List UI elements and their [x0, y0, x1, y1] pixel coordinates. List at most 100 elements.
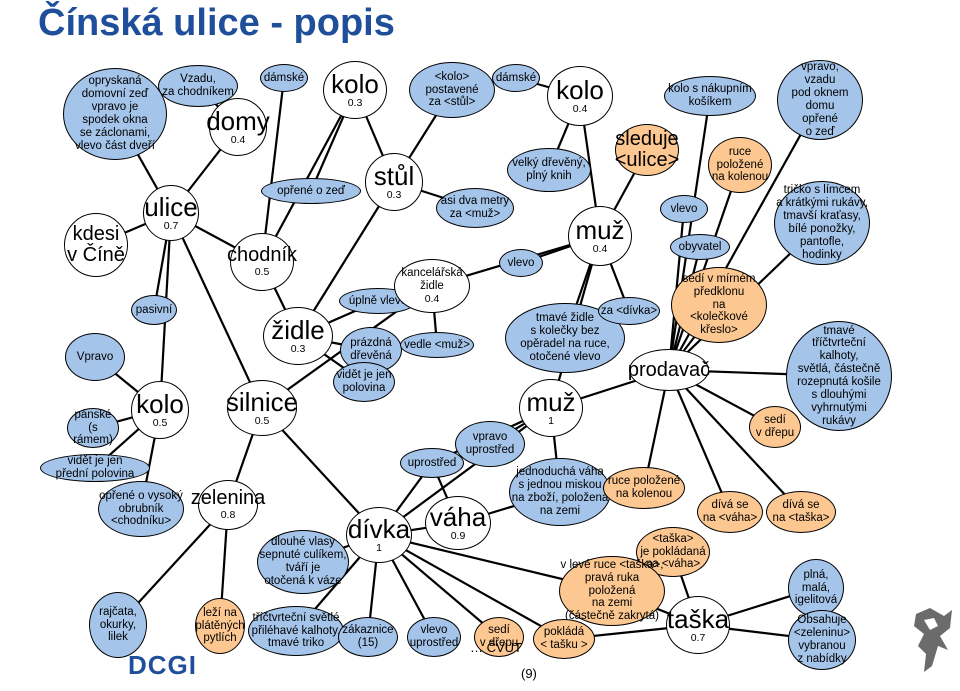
node-label: Vzadu, za chodníkem	[162, 73, 234, 98]
node-weight: 1	[548, 414, 554, 427]
node-sedi-dr1: sedí v dřepu	[749, 406, 801, 448]
node-sedi-dr2: sedí v dřepu	[474, 617, 524, 657]
node-label: <kolo> postavené za <stůl>	[425, 70, 479, 109]
node-weight: 1	[376, 541, 382, 554]
edge-prodavac-kolo_nak	[667, 95, 712, 371]
edge-prodavac-ruce_pol1	[667, 164, 742, 371]
node-label: váha	[429, 501, 487, 532]
node-weight: 0.9	[450, 529, 466, 542]
node-label: tmavé tříčtvrteční kalhoty, světlá, část…	[797, 324, 881, 427]
node-label: pokládá < tašku >	[540, 626, 588, 651]
edge-divka-poklada	[378, 534, 565, 640]
node-label: sedí v dřepu	[479, 624, 519, 649]
node-label: zákaznice (15)	[342, 624, 394, 649]
node-label: kdesi v Číně	[67, 223, 125, 266]
node-label: zelenina	[190, 487, 266, 510]
node-weight: 0.8	[220, 509, 236, 522]
node-label: asi dva metry za <muž>	[440, 195, 510, 220]
node-label: opřené o vysoký obrubník <chodníku>	[99, 489, 183, 528]
node-weight: 0.7	[690, 631, 706, 644]
node-velky: velký dřevěný, plný knih	[507, 148, 591, 192]
node-label: vidět je jen polovina	[336, 369, 392, 394]
node-label: obyvatel	[678, 240, 722, 253]
node-lezi: leží na plátěných pytlích	[195, 598, 245, 654]
node-label: muž	[575, 214, 625, 245]
node-label: sedí v mírném předklonu na <kolečkové kř…	[682, 272, 756, 337]
node-label: kancelářská židle	[401, 266, 463, 292]
node-dlouhe: dlouhé vlasy sepnuté culíkem, tváří je o…	[257, 530, 349, 594]
node-label: vpravo, vzadu pod oknem domu opřené o ze…	[791, 61, 849, 138]
node-ruce-pol2: ruce položené na kolenou	[603, 467, 685, 509]
node-tricet: tříčtvrteční světlé přiléhavé kalhoty, t…	[248, 606, 344, 656]
node-sedi-mir: sedí v mírném předklonu na <kolečkové kř…	[671, 267, 767, 343]
node-vlevo-upr: vlevo uprostřed	[407, 617, 461, 657]
node-label: pasivní	[135, 303, 173, 316]
node-weight: 0.4	[572, 102, 588, 115]
node-label: prodavač	[627, 358, 711, 381]
node-label: kolo s nákupním košíkem	[668, 83, 752, 108]
node-postavene: <kolo> postavené za <stůl>	[409, 62, 495, 118]
node-label: opryskaná domovní zeď vpravo je spodek o…	[75, 75, 155, 152]
node-diva-vaha: dívá se na <váha>	[697, 491, 763, 533]
footer-text: … ČVUT	[470, 640, 522, 655]
edge-divka-muz2	[378, 407, 552, 536]
node-label: sleduje <ulice>	[614, 128, 680, 171]
node-label: kolo	[136, 388, 184, 419]
node-label: dívka	[347, 513, 411, 544]
node-weight: 0.4	[592, 242, 608, 255]
node-kolo-nak: kolo s nákupním košíkem	[664, 76, 756, 116]
node-label: tříčtvrteční světlé přiléhavé kalhoty, t…	[251, 611, 341, 650]
node-tricko: tričko s límcem a krátkými rukávy, tmavš…	[774, 181, 870, 265]
node-label: dlouhé vlasy sepnuté culíkem, tváří je o…	[259, 536, 347, 587]
edge-chodnik-damske1	[260, 77, 286, 263]
node-label: vlevo	[507, 256, 535, 269]
node-asi: asi dva metry za <muž>	[436, 188, 514, 228]
node-label: sedí v dřepu	[755, 414, 795, 439]
node-ruce-pol1: ruce položené na kolenou	[708, 137, 772, 193]
node-za-divka: za <dívka>	[598, 297, 660, 325]
node-prodavac: prodavač	[627, 349, 711, 391]
node-label: leží na plátěných pytlích	[195, 606, 245, 645]
node-label: kolo	[556, 74, 604, 105]
node-videt1: vidět je jen přední polovina	[40, 454, 150, 482]
node-label: jednoduchá váha s jednou miskou na zboží…	[511, 466, 609, 517]
edge-ulice-silnice	[170, 212, 263, 409]
node-label: chodník	[226, 244, 298, 267]
node-weight: 0.3	[290, 342, 306, 355]
edge-prodavac-diva_vaha	[667, 369, 732, 513]
node-pasivni: pasivní	[131, 295, 177, 325]
node-vedle: vedle <muž>	[400, 332, 474, 358]
slide-title: Čínská ulice - popis	[38, 2, 395, 44]
node-label: za <dívka>	[600, 304, 658, 317]
node-prazdna: prázdná dřevěná	[340, 327, 402, 373]
node-label: domy	[206, 105, 270, 136]
node-label: rajčata, okurky, lilek	[99, 605, 137, 644]
node-sleduje: sleduje <ulice>	[615, 124, 679, 176]
node-label: dámské	[263, 71, 305, 84]
node-weight: 0.3	[386, 188, 402, 201]
node-label: opřené o zeď	[277, 184, 345, 197]
node-label: tmavé židle s kolečky bez opěradel na ru…	[520, 312, 610, 363]
node-label: dívá se na <taška>	[772, 499, 830, 524]
node-obyvatel: obyvatel	[670, 234, 730, 260]
node-vlevo-m: vlevo	[499, 249, 543, 277]
node-zakaznice: zákaznice (15)	[338, 617, 398, 657]
node-label: dívá se na <váha>	[702, 499, 758, 524]
node-obsahuje: Obsahuje <zeleninu> vybranou z nabídky	[788, 610, 856, 670]
node-label: ulice	[144, 191, 198, 222]
node-label: prázdná dřevěná	[350, 337, 392, 362]
node-label: ruce položené na kolenou	[711, 145, 769, 184]
node-label: vlevo uprostřed	[409, 624, 459, 649]
node-label: Obsahuje <zeleninu> vybranou z nabídky	[793, 614, 851, 665]
